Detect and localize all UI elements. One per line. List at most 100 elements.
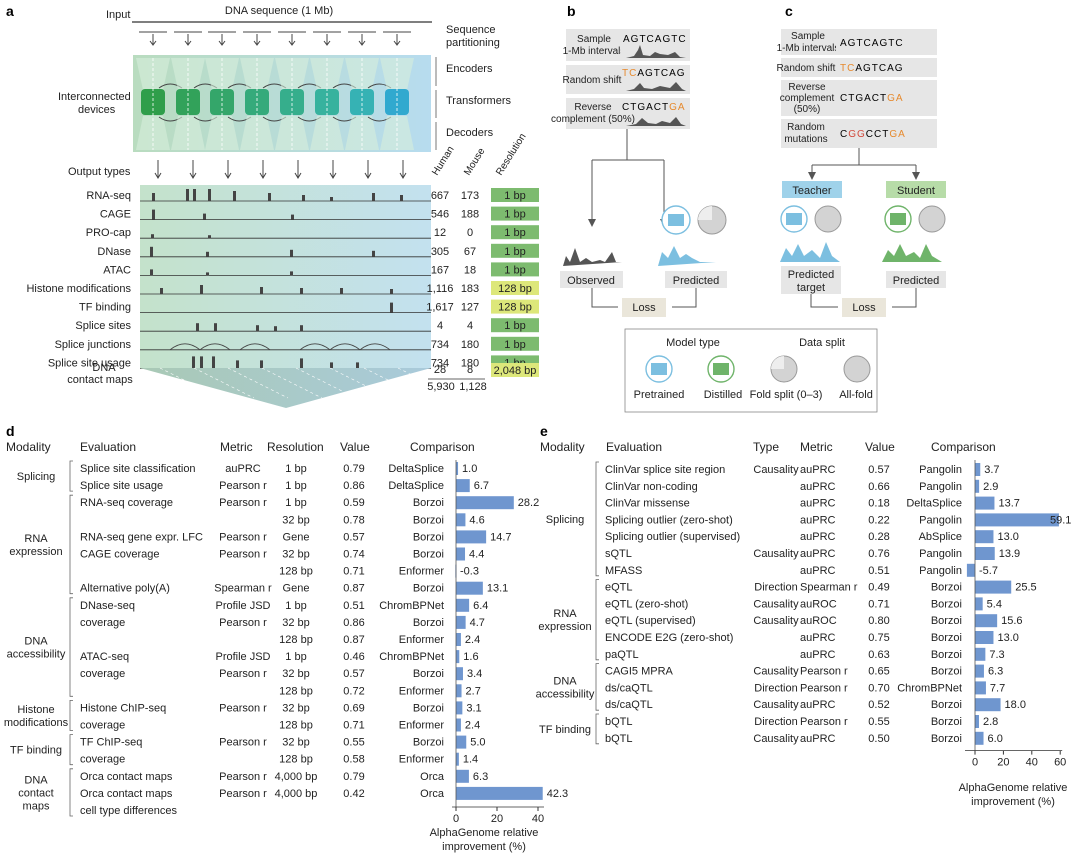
track-resolution-cell bbox=[491, 336, 539, 351]
c-seq-4: CGGCCTGA bbox=[840, 129, 906, 140]
contact-res: 2,048 bp bbox=[494, 365, 537, 377]
track-resolution: 1 bp bbox=[504, 264, 525, 276]
tpu-device bbox=[141, 89, 165, 115]
dna-contact-label-2: contact maps bbox=[67, 374, 133, 386]
c-predicted-label: Predicted bbox=[893, 275, 939, 287]
e-metric: Pearson r bbox=[800, 682, 848, 694]
track-peak bbox=[390, 302, 393, 313]
e-evaluation: Splicing outlier (supervised) bbox=[605, 531, 740, 543]
legend-distilled: Distilled bbox=[704, 389, 743, 401]
d-resolution: 128 bp bbox=[279, 720, 313, 732]
track-peak bbox=[330, 197, 333, 201]
track-label: ATAC bbox=[103, 264, 131, 276]
b-signal-3 bbox=[626, 117, 686, 126]
c-random-shift-box bbox=[781, 58, 937, 77]
e-comparison: Pangolin bbox=[919, 464, 962, 476]
track-peak bbox=[290, 249, 293, 257]
d-resolution: 1 bp bbox=[285, 480, 306, 492]
e-evaluation: paQTL bbox=[605, 649, 639, 661]
d-comparison: DeltaSplice bbox=[388, 463, 444, 475]
track-resolution-cell bbox=[491, 281, 539, 295]
d-axis-label-2: improvement (%) bbox=[442, 841, 526, 853]
e-type: Causality bbox=[753, 733, 799, 745]
e-bar bbox=[975, 681, 986, 695]
c-student-box bbox=[886, 181, 946, 198]
d-evaluation: coverage bbox=[80, 668, 125, 680]
d-bar bbox=[456, 752, 459, 766]
d-bar-label: 13.1 bbox=[487, 583, 508, 595]
dna-contact-label-1: DNA bbox=[92, 362, 116, 374]
d-evaluation: TF ChIP-seq bbox=[80, 737, 142, 749]
d-modality-bracket bbox=[69, 700, 73, 731]
tpu-device bbox=[210, 89, 234, 115]
e-bar bbox=[975, 715, 979, 728]
b-split-arrowheads bbox=[588, 219, 668, 227]
e-bar-label: 25.5 bbox=[1015, 582, 1036, 594]
track-peak bbox=[274, 326, 277, 332]
track-resolution: 1 bp bbox=[504, 209, 525, 221]
e-bar-label: 18.0 bbox=[1005, 699, 1026, 711]
panel-a: a Input DNA sequence (1 Mb) Sequence par… bbox=[6, 3, 539, 408]
e-metric: auPRC bbox=[800, 548, 836, 560]
d-bar-label: 2.4 bbox=[465, 634, 480, 646]
d-metric: Pearson r bbox=[219, 480, 267, 492]
e-value: 0.22 bbox=[868, 514, 889, 526]
legend-model-type: Model type bbox=[666, 337, 720, 349]
c-seq-1: AGTCAGTC bbox=[840, 38, 904, 49]
d-header-modality: Modality bbox=[6, 440, 51, 454]
d-metric: Pearson r bbox=[219, 771, 267, 783]
d-metric: Pearson r bbox=[219, 531, 267, 543]
c-seq-2-rest: AGTCAG bbox=[855, 63, 903, 74]
e-comparison: Borzoi bbox=[931, 733, 962, 745]
dna-sequence-label: DNA sequence (1 Mb) bbox=[225, 5, 333, 17]
d-modality-label: expression bbox=[9, 546, 62, 558]
e-modality-label: Splicing bbox=[546, 514, 585, 526]
d-evaluation: coverage bbox=[80, 754, 125, 766]
e-value: 0.66 bbox=[868, 481, 889, 493]
d-comparison: Enformer bbox=[399, 720, 445, 732]
e-evaluation: ds/caQTL bbox=[605, 699, 653, 711]
e-bar-label: 5.4 bbox=[987, 598, 1002, 610]
encoders-label: Encoders bbox=[446, 63, 493, 75]
track-peak bbox=[300, 358, 303, 369]
track-peak bbox=[206, 251, 209, 257]
d-resolution: 1 bp bbox=[285, 600, 306, 612]
track-resolution-cell bbox=[491, 299, 539, 314]
e-value: 0.57 bbox=[868, 464, 889, 476]
d-tick-label: 40 bbox=[532, 813, 544, 825]
tpu-device bbox=[315, 89, 339, 115]
d-value: 0.69 bbox=[343, 702, 364, 714]
track-resolution: 128 bp bbox=[498, 283, 532, 295]
track-peak bbox=[208, 189, 211, 201]
b-observed-label: Observed bbox=[567, 275, 615, 287]
panel-label-d: d bbox=[6, 423, 15, 439]
d-header-value: Value bbox=[340, 440, 370, 454]
e-evaluation: ClinVar non-coding bbox=[605, 481, 698, 493]
e-tick-label: 20 bbox=[997, 757, 1009, 769]
track-resolution-cell bbox=[491, 262, 539, 277]
track-peak bbox=[330, 362, 333, 369]
d-evaluation: CAGE coverage bbox=[80, 549, 159, 561]
legend-fold-split-slice bbox=[771, 356, 784, 369]
e-type: Causality bbox=[753, 598, 799, 610]
e-bar bbox=[975, 647, 986, 661]
d-header-comparison: Comparison bbox=[410, 440, 475, 454]
track-human-count: 1,116 bbox=[427, 283, 454, 295]
e-comparison: Borzoi bbox=[931, 632, 962, 644]
d-metric: Pearson r bbox=[219, 549, 267, 561]
e-value: 0.55 bbox=[868, 716, 889, 728]
col-resolution-header: Resolution bbox=[494, 132, 528, 178]
d-bar-label: 6.7 bbox=[474, 480, 489, 492]
partition-arrow bbox=[393, 34, 401, 46]
partition-arrow bbox=[218, 34, 226, 46]
d-evaluation: RNA-seq coverage bbox=[80, 497, 173, 509]
e-type: Causality bbox=[753, 464, 799, 476]
track-peak bbox=[260, 287, 263, 294]
e-value: 0.71 bbox=[868, 598, 889, 610]
e-metric: auPRC bbox=[800, 498, 836, 510]
e-metric: Pearson r bbox=[800, 666, 848, 678]
b-seq-3-end: GA bbox=[669, 102, 685, 113]
d-bar-label: 1.4 bbox=[463, 754, 478, 766]
c-seq-4-b: GG bbox=[848, 129, 866, 140]
